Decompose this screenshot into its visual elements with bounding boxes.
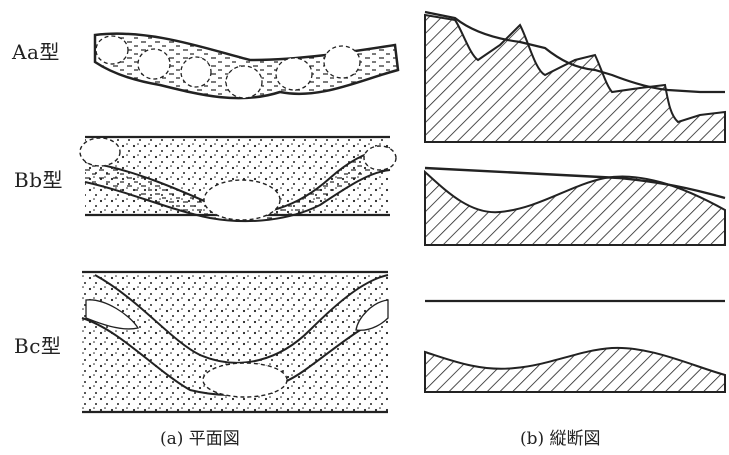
plan-bb-pool-right [364, 146, 396, 170]
type-label-aa: Aa型 [12, 36, 60, 65]
plan-bc-pool-center [203, 363, 287, 397]
type-label-bb: Bb型 [14, 164, 63, 193]
plan-aa-pool-5 [276, 58, 312, 90]
plan-aa-pool-4 [226, 66, 262, 98]
type-label-bc: Bc型 [14, 330, 61, 359]
plan-aa-pool-6 [324, 46, 360, 78]
section-bc [425, 301, 725, 392]
plan-aa-pool-1 [96, 36, 128, 64]
section-bc-bed [425, 348, 725, 392]
section-aa [425, 12, 725, 142]
plan-bb [80, 137, 396, 221]
plan-bb-pool-center [204, 180, 280, 220]
plan-aa [95, 34, 398, 99]
caption-plan-view: (a) 平面図 [160, 424, 240, 449]
plan-bc [82, 272, 388, 412]
caption-section-view: (b) 縦断図 [520, 424, 601, 449]
plan-bb-pool-left [80, 138, 120, 166]
plan-aa-pool-3 [181, 57, 211, 87]
plan-aa-pool-2 [138, 49, 170, 79]
section-bb-bed [425, 172, 725, 245]
section-aa-bed [425, 15, 725, 142]
section-bb [425, 168, 725, 245]
